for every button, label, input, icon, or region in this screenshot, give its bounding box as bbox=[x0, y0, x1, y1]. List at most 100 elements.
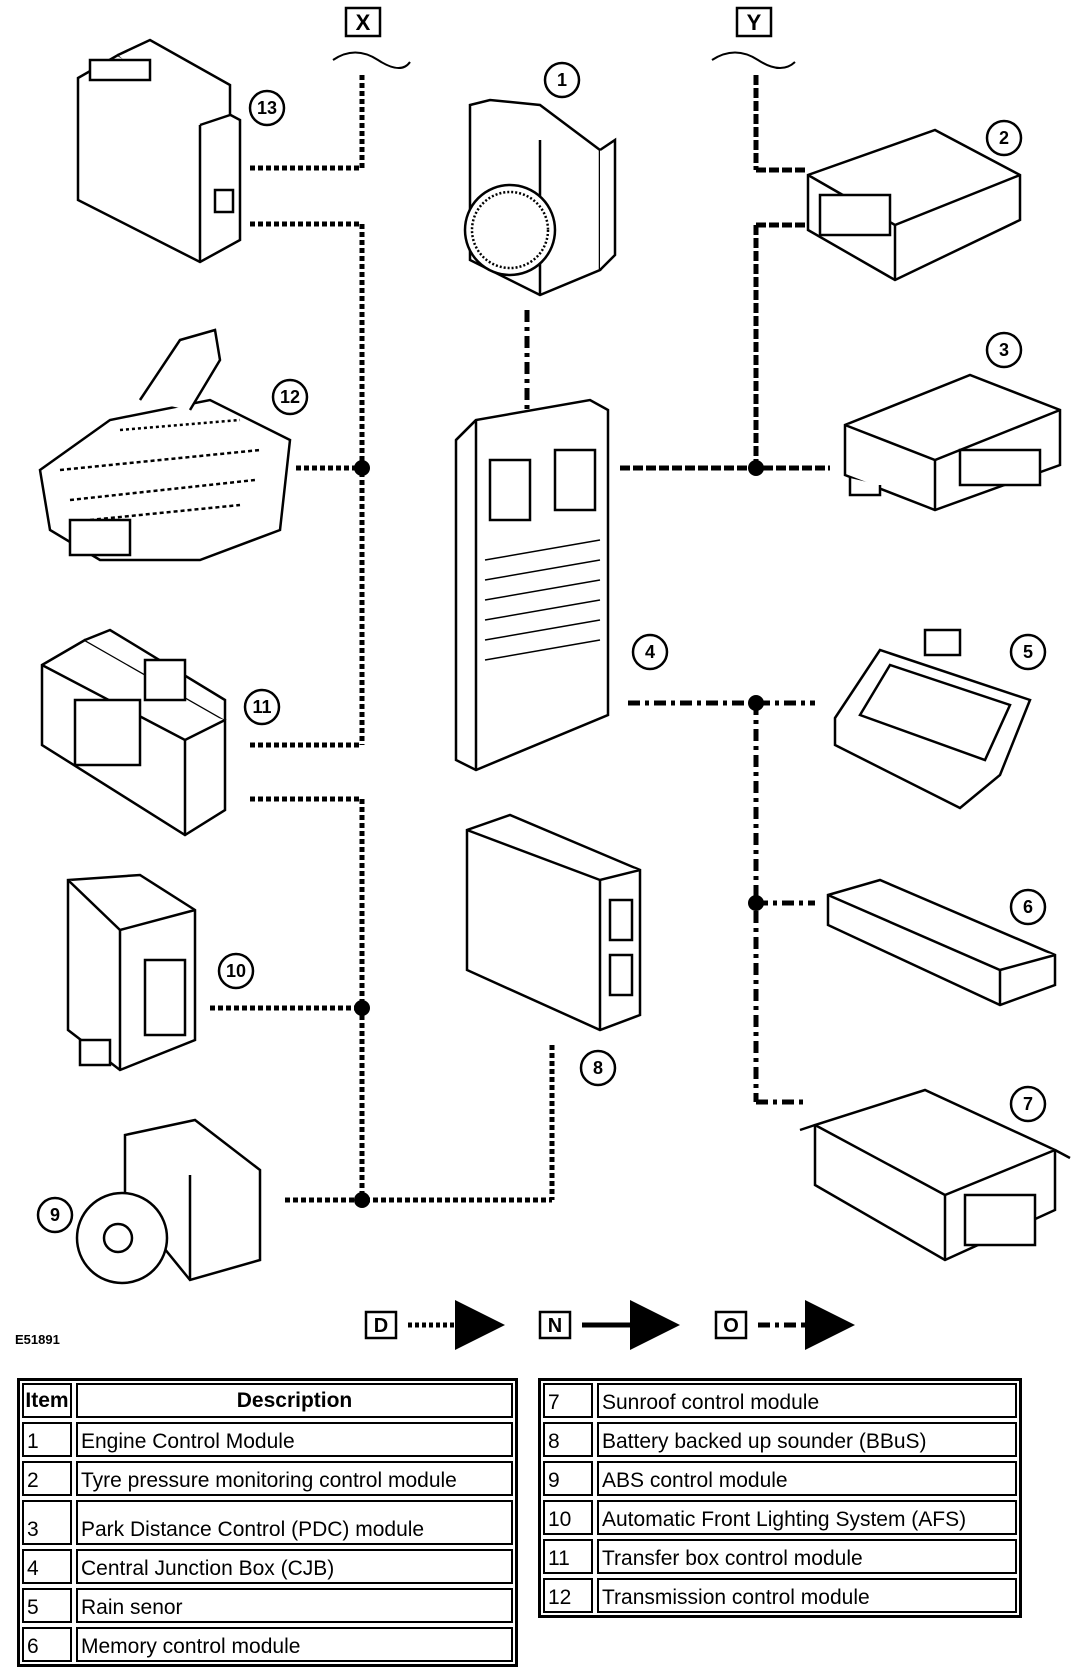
table-row: 4 Central Junction Box (CJB) bbox=[20, 1547, 515, 1586]
callout-12: 12 bbox=[271, 378, 309, 416]
item-description: Rain senor bbox=[76, 1588, 513, 1623]
table-row: 2 Tyre pressure monitoring control modul… bbox=[20, 1459, 515, 1498]
item-number: 10 bbox=[543, 1500, 593, 1535]
table-row: 6 Memory control module bbox=[20, 1625, 515, 1664]
svg-text:9: 9 bbox=[50, 1205, 60, 1225]
item-number: 4 bbox=[22, 1549, 72, 1584]
svg-text:3: 3 bbox=[999, 340, 1009, 360]
table-row: 12 Transmission control module bbox=[541, 1576, 1019, 1615]
callouts: 1 2 3 4 5 6 7 8 9 10 11 12 13 bbox=[36, 61, 1047, 1234]
junction-dot bbox=[354, 1000, 370, 1016]
junction-dot bbox=[354, 1192, 370, 1208]
network-diagram: X Y bbox=[15, 6, 1071, 1350]
module-10-drawing bbox=[66, 873, 197, 1072]
item-number: 3 bbox=[22, 1500, 72, 1545]
item-description: Battery backed up sounder (BBuS) bbox=[597, 1422, 1017, 1457]
bus-label-x-text: X bbox=[356, 10, 371, 35]
bus-label-y: Y bbox=[735, 6, 773, 38]
table-row: 9 ABS control module bbox=[541, 1459, 1019, 1498]
module-6-drawing bbox=[826, 878, 1057, 1007]
callout-8: 8 bbox=[579, 1049, 617, 1087]
junction-dot bbox=[354, 460, 370, 476]
module-11-drawing bbox=[40, 628, 227, 837]
item-number: 9 bbox=[543, 1461, 593, 1496]
callout-1: 1 bbox=[543, 61, 581, 99]
callout-4: 4 bbox=[631, 633, 669, 671]
module-5-drawing bbox=[833, 628, 1032, 810]
svg-text:D: D bbox=[374, 1315, 388, 1337]
table-row: 7 Sunroof control module bbox=[541, 1381, 1019, 1420]
module-13-drawing bbox=[76, 38, 242, 264]
svg-text:N: N bbox=[548, 1315, 562, 1337]
svg-text:6: 6 bbox=[1023, 897, 1033, 917]
svg-text:1: 1 bbox=[557, 70, 567, 90]
item-description: Central Junction Box (CJB) bbox=[76, 1549, 513, 1584]
header-description: Description bbox=[76, 1383, 513, 1418]
module-8-drawing bbox=[465, 813, 642, 1032]
table-row: 10 Automatic Front Lighting System (AFS) bbox=[541, 1498, 1019, 1537]
item-number: 2 bbox=[22, 1461, 72, 1496]
table-row: 11 Transfer box control module bbox=[541, 1537, 1019, 1576]
item-number: 12 bbox=[543, 1578, 593, 1613]
item-number: 7 bbox=[543, 1383, 593, 1418]
item-table-right: 7 Sunroof control module 8 Battery backe… bbox=[538, 1378, 1022, 1618]
module-2-drawing bbox=[806, 128, 1022, 282]
callout-3: 3 bbox=[985, 331, 1023, 369]
table-row: 1 Engine Control Module bbox=[20, 1420, 515, 1459]
item-number: 1 bbox=[22, 1422, 72, 1457]
svg-text:10: 10 bbox=[226, 961, 246, 981]
svg-text:O: O bbox=[723, 1315, 739, 1337]
callout-10: 10 bbox=[217, 952, 255, 990]
item-description: Transmission control module bbox=[597, 1578, 1017, 1613]
svg-text:8: 8 bbox=[593, 1058, 603, 1078]
item-description: Transfer box control module bbox=[597, 1539, 1017, 1574]
junction-dot bbox=[748, 460, 764, 476]
callout-9: 9 bbox=[36, 1196, 74, 1234]
svg-text:2: 2 bbox=[999, 128, 1009, 148]
callout-11: 11 bbox=[243, 688, 281, 726]
bus-label-y-text: Y bbox=[747, 10, 762, 35]
key-solid: N bbox=[538, 1300, 680, 1350]
svg-text:13: 13 bbox=[257, 98, 277, 118]
svg-text:12: 12 bbox=[280, 387, 300, 407]
table-row: 5 Rain senor bbox=[20, 1586, 515, 1625]
svg-text:4: 4 bbox=[645, 642, 655, 662]
line-style-key: D N O bbox=[364, 1300, 855, 1350]
module-1-drawing bbox=[463, 98, 617, 297]
module-9-drawing bbox=[75, 1118, 262, 1285]
module-4-drawing bbox=[454, 398, 610, 772]
figure-id: E51891 bbox=[15, 1332, 60, 1347]
break-mark-y bbox=[711, 51, 796, 69]
key-dash-dot: O bbox=[714, 1300, 855, 1350]
module-3-drawing bbox=[843, 373, 1062, 512]
header-item: Item bbox=[22, 1383, 72, 1418]
item-number: 5 bbox=[22, 1588, 72, 1623]
item-description: Memory control module bbox=[76, 1627, 513, 1662]
break-mark-x bbox=[332, 51, 411, 69]
item-description: ABS control module bbox=[597, 1461, 1017, 1496]
bus-y-lines bbox=[620, 75, 830, 471]
svg-text:7: 7 bbox=[1023, 1094, 1033, 1114]
item-description: Park Distance Control (PDC) module bbox=[76, 1500, 513, 1545]
item-number: 8 bbox=[543, 1422, 593, 1457]
module-12-drawing bbox=[38, 328, 292, 562]
callout-5: 5 bbox=[1009, 633, 1047, 671]
module-7-drawing bbox=[799, 1088, 1071, 1262]
item-description: Tyre pressure monitoring control module bbox=[76, 1461, 513, 1496]
junction-dot bbox=[748, 895, 764, 911]
table-header-row: Item Description bbox=[20, 1381, 515, 1420]
junction-dot bbox=[748, 695, 764, 711]
item-number: 6 bbox=[22, 1627, 72, 1662]
svg-text:5: 5 bbox=[1023, 642, 1033, 662]
item-description: Engine Control Module bbox=[76, 1422, 513, 1457]
callout-7: 7 bbox=[1009, 1085, 1047, 1123]
item-table-left: Item Description 1 Engine Control Module… bbox=[17, 1378, 518, 1667]
bus-x-lines bbox=[210, 75, 555, 1203]
bus-o-lines bbox=[628, 700, 815, 1105]
table-row: 3 Park Distance Control (PDC) module bbox=[20, 1498, 515, 1547]
callout-6: 6 bbox=[1009, 888, 1047, 926]
key-dotted: D bbox=[364, 1300, 505, 1350]
table-row: 8 Battery backed up sounder (BBuS) bbox=[541, 1420, 1019, 1459]
bus-label-x: X bbox=[344, 6, 382, 38]
item-description: Automatic Front Lighting System (AFS) bbox=[597, 1500, 1017, 1535]
